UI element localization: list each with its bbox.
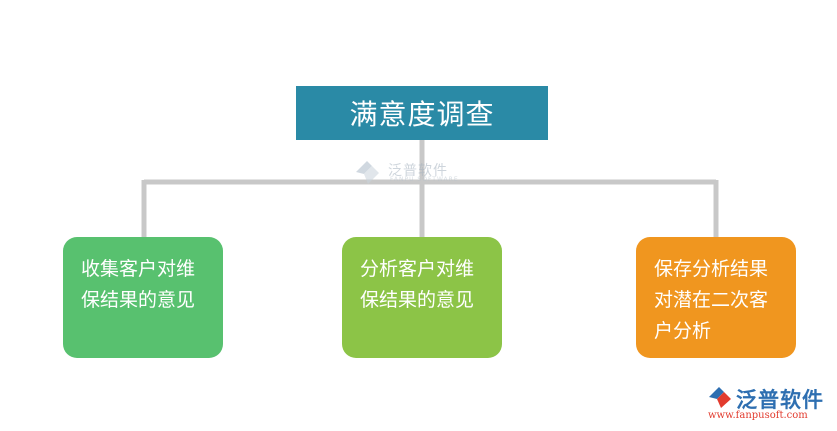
- watermark-sub: FANPU SOFTWARE: [390, 176, 459, 183]
- brand-logo: 泛普软件 www.fanpusoft.com: [706, 384, 834, 426]
- root-node: 满意度调查: [296, 86, 548, 140]
- root-node-label: 满意度调查: [349, 98, 495, 131]
- watermark-brand: 泛普软件: [388, 163, 448, 179]
- child-node-3-label: 保存分析结果对潜在二次客户分析: [654, 258, 769, 342]
- child-node-3: 保存分析结果对潜在二次客户分析: [636, 237, 796, 358]
- fanpu-logo-icon: [356, 161, 379, 184]
- child-node-2: 分析客户对维保结果的意见: [342, 237, 502, 358]
- logo-brand: 泛普软件: [736, 388, 824, 412]
- child-node-1-label: 收集客户对维保结果的意见: [81, 258, 196, 311]
- logo-url: www.fanpusoft.com: [708, 410, 808, 421]
- child-node-2-label: 分析客户对维保结果的意见: [360, 258, 475, 311]
- watermark: 泛普软件 FANPU SOFTWARE: [352, 158, 482, 186]
- fanpu-logo-icon: [709, 387, 731, 408]
- child-node-1: 收集客户对维保结果的意见: [63, 237, 223, 358]
